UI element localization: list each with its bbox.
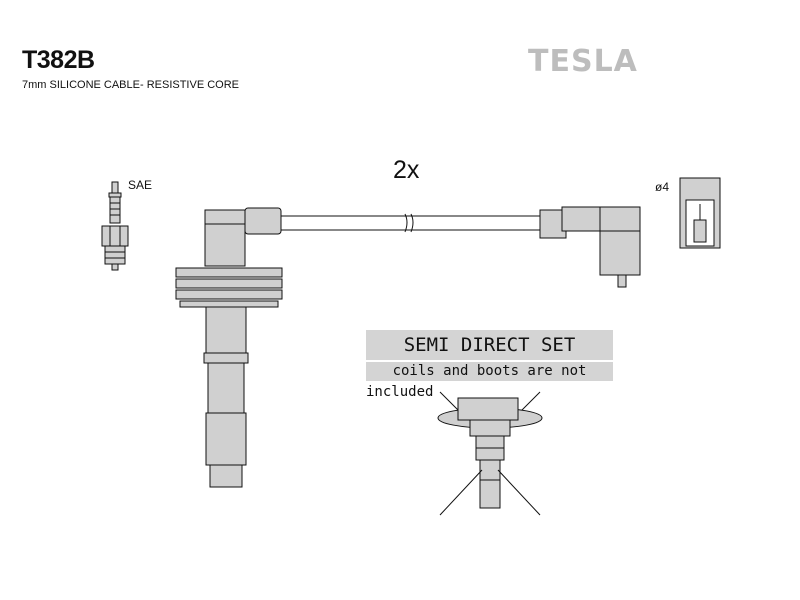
cable-spec: 7mm SILICONE CABLE- RESISTIVE CORE: [22, 79, 239, 91]
ignition-cable-icon: [175, 206, 641, 488]
note-line-1: coils and boots are not: [366, 362, 613, 381]
part-number: T382B: [22, 46, 95, 74]
terminal-diameter-label: ø4: [655, 180, 670, 194]
plug-type-label: SAE: [128, 178, 153, 192]
quantity-label: 2x: [393, 156, 420, 184]
brand-logo: TESLA: [528, 44, 638, 79]
spark-plug-icon: [101, 181, 129, 271]
set-type-label: SEMI DIRECT SET: [366, 330, 613, 360]
ignition-coil-icon: [437, 391, 543, 516]
terminal-detail-icon: [679, 177, 721, 249]
note-line-2: included: [366, 384, 434, 400]
